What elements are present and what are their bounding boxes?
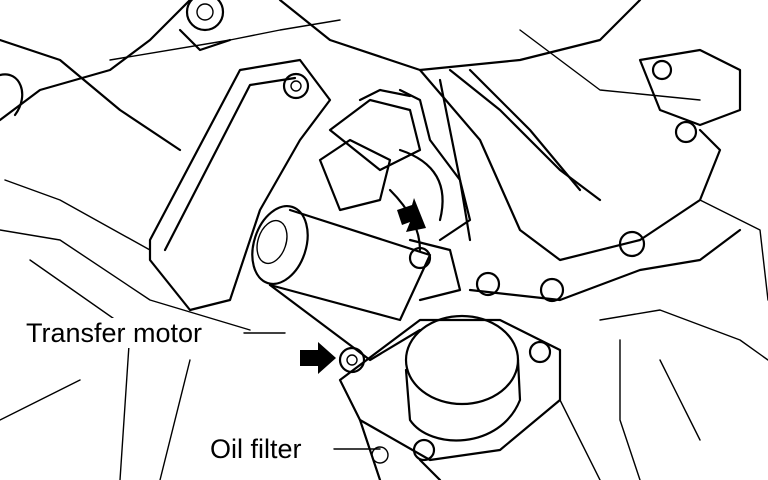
- mounting-bracket: [109, 19, 341, 312]
- label-transfer-motor: Transfer motor: [22, 318, 207, 348]
- label-oil-filter: Oil filter: [206, 434, 306, 464]
- arrow-marker-upper: [397, 198, 426, 232]
- transfer-motor: [251, 205, 462, 374]
- top-bolt: [178, 0, 232, 52]
- arrow-marker-left: [300, 342, 336, 374]
- oil-filter: [338, 314, 562, 480]
- transmission-housing: [278, 0, 768, 480]
- chassis-outline: [0, 0, 251, 480]
